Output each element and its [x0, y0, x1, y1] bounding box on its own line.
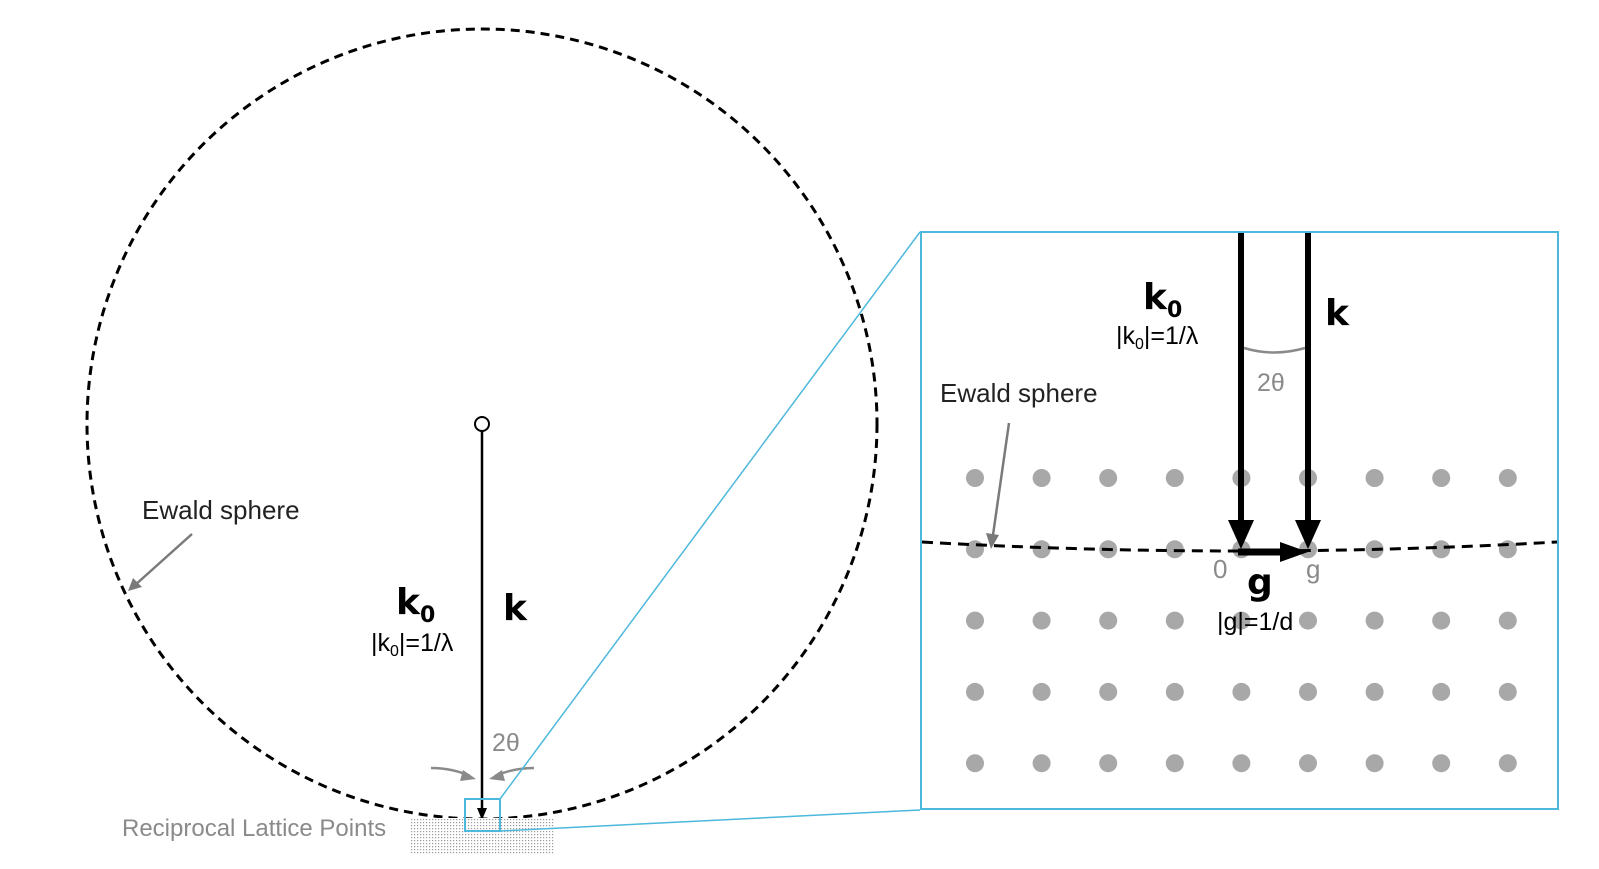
lattice-point — [966, 469, 984, 487]
lattice-point — [1498, 682, 1517, 701]
zoom-panel-border — [920, 231, 1559, 810]
lattice-point — [1299, 611, 1317, 630]
lattice-point — [966, 682, 984, 701]
lattice-point — [1165, 754, 1184, 773]
two-theta-label: 2θ — [492, 729, 520, 757]
lattice-point — [1299, 682, 1317, 701]
lattice-point — [1232, 754, 1251, 773]
g-vector-arrowhead — [1280, 542, 1308, 562]
k0-magnitude-label: |k0|=1/λ — [371, 629, 454, 660]
zoom-selection-box — [464, 798, 501, 832]
ewald-label-arrow-shaft — [133, 533, 193, 587]
lattice-point — [1498, 611, 1517, 630]
zoom-k0-arrowhead — [1228, 520, 1254, 549]
lattice-point — [1432, 754, 1451, 773]
g-vector-label: g — [1247, 562, 1273, 603]
zoom-k0-label: k0 — [1143, 277, 1182, 323]
k0-arrowhead — [477, 808, 487, 820]
lattice-point — [1299, 754, 1317, 773]
origin-point-label: 0 — [1213, 554, 1227, 584]
lattice-point — [1165, 611, 1184, 630]
zoom-two-theta-label: 2θ — [1257, 369, 1285, 397]
lattice-point — [1099, 611, 1118, 630]
ewald-sphere-arc — [922, 540, 1557, 553]
lattice-point — [966, 754, 984, 773]
lattice-point — [1032, 754, 1051, 773]
reciprocal-lattice-label: Reciprocal Lattice Points — [122, 815, 386, 842]
lattice-point — [1032, 611, 1051, 630]
ewald-sphere-label: Ewald sphere — [142, 495, 300, 525]
zoom-k-arrowhead — [1295, 520, 1321, 549]
angle-arrowhead-left — [460, 770, 476, 781]
g-point-label: g — [1306, 554, 1320, 584]
lattice-point — [1032, 540, 1051, 559]
zoom-ewald-pointer-head — [986, 533, 999, 549]
zoom-k0-magnitude-label: |k0|=1/λ — [1116, 322, 1199, 353]
lattice-point — [1498, 754, 1517, 773]
sphere-center-point — [474, 416, 490, 432]
lattice-point — [966, 611, 984, 630]
lattice-point — [1498, 540, 1517, 559]
angle-arrowhead-right — [489, 770, 505, 781]
lattice-point — [1032, 682, 1051, 701]
zoom-ewald-label: Ewald sphere — [940, 378, 1098, 408]
lattice-point — [1165, 469, 1184, 487]
lattice-point — [1099, 754, 1118, 773]
lattice-point — [1099, 469, 1118, 487]
lattice-point — [1365, 611, 1384, 630]
zoom-k-label: k — [1325, 293, 1350, 334]
lattice-point — [1032, 469, 1051, 487]
lattice-point — [1432, 611, 1451, 630]
lattice-point — [1498, 469, 1517, 487]
zoom-connector-bottom — [499, 809, 921, 832]
lattice-point — [1365, 469, 1384, 487]
lattice-point — [1432, 682, 1451, 701]
lattice-point — [1232, 611, 1251, 630]
lattice-point — [1099, 682, 1118, 701]
zoom-ewald-pointer-shaft — [991, 422, 1011, 536]
zoom-panel: k0 |k0|=1/λ k 2θ Ewald sphere 0 g g |g|=… — [920, 231, 1559, 810]
lattice-point — [1432, 469, 1451, 487]
k0-label: k0 — [396, 582, 435, 628]
reciprocal-lattice-grid — [966, 469, 1517, 773]
lattice-point — [1432, 540, 1451, 559]
reciprocal-lattice-patch — [411, 818, 555, 855]
lattice-point — [1165, 682, 1184, 701]
zoom-connector-top — [499, 231, 921, 800]
lattice-point — [1365, 754, 1384, 773]
lattice-point — [1365, 682, 1384, 701]
zoom-angle-arc — [1243, 346, 1306, 354]
lattice-point — [1232, 682, 1251, 701]
overview-panel: Ewald sphere k0 |k0|=1/λ k 2θ Reciprocal… — [85, 27, 879, 855]
ewald-label-arrowhead — [128, 578, 142, 591]
k-label: k — [503, 588, 528, 629]
g-magnitude-label: |g|=1/d — [1217, 608, 1293, 636]
